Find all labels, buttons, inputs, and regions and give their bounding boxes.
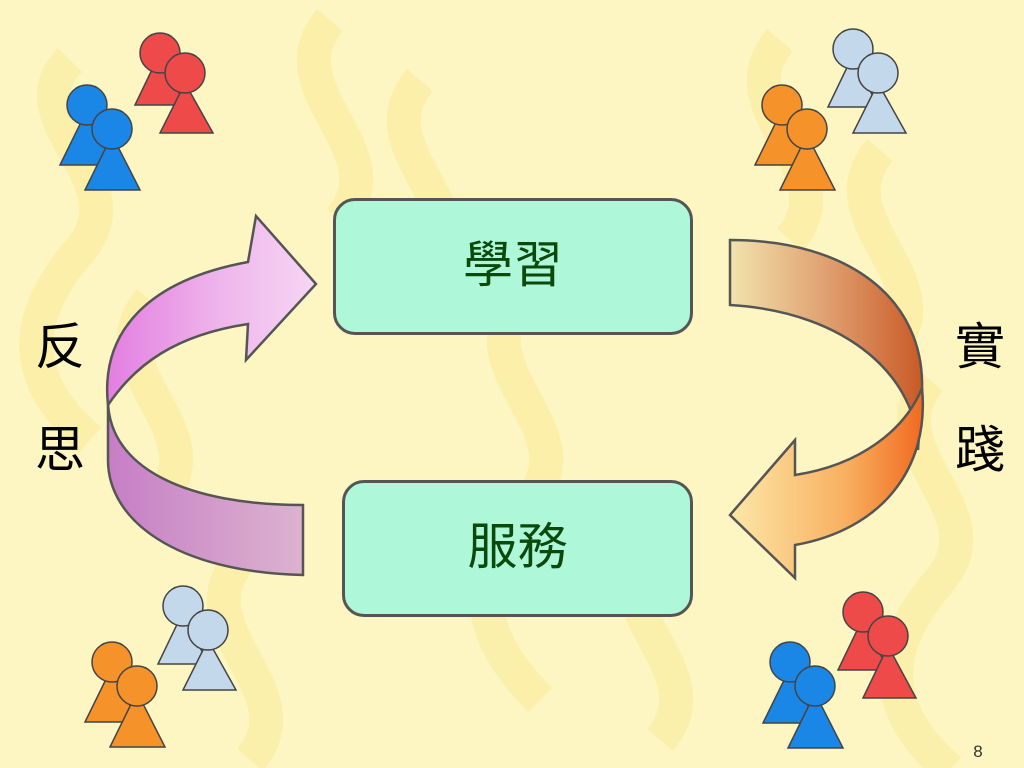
page-number: 8 — [973, 742, 983, 761]
left-arrow-lower-band — [106, 401, 305, 577]
service-box: 服務 — [342, 480, 693, 617]
learning-box: 學習 — [333, 198, 693, 335]
practice-label-char-1: 實 — [955, 318, 1005, 376]
practice-label-char-2: 踐 — [955, 421, 1005, 479]
left-arrow-upper-band — [105, 213, 318, 409]
reflect-label-char-1: 反 — [35, 318, 85, 376]
right-arrow-lower-band — [728, 387, 925, 581]
people-group-icon — [761, 591, 918, 749]
people-group-icon — [58, 32, 215, 191]
people-group-icon — [83, 585, 238, 748]
reflect-label-char-2: 思 — [35, 421, 85, 479]
right-arrow-upper-band — [728, 238, 924, 451]
service-box-label: 服務 — [467, 517, 568, 576]
learning-box-label: 學習 — [463, 235, 563, 294]
people-group-icon — [753, 28, 908, 191]
